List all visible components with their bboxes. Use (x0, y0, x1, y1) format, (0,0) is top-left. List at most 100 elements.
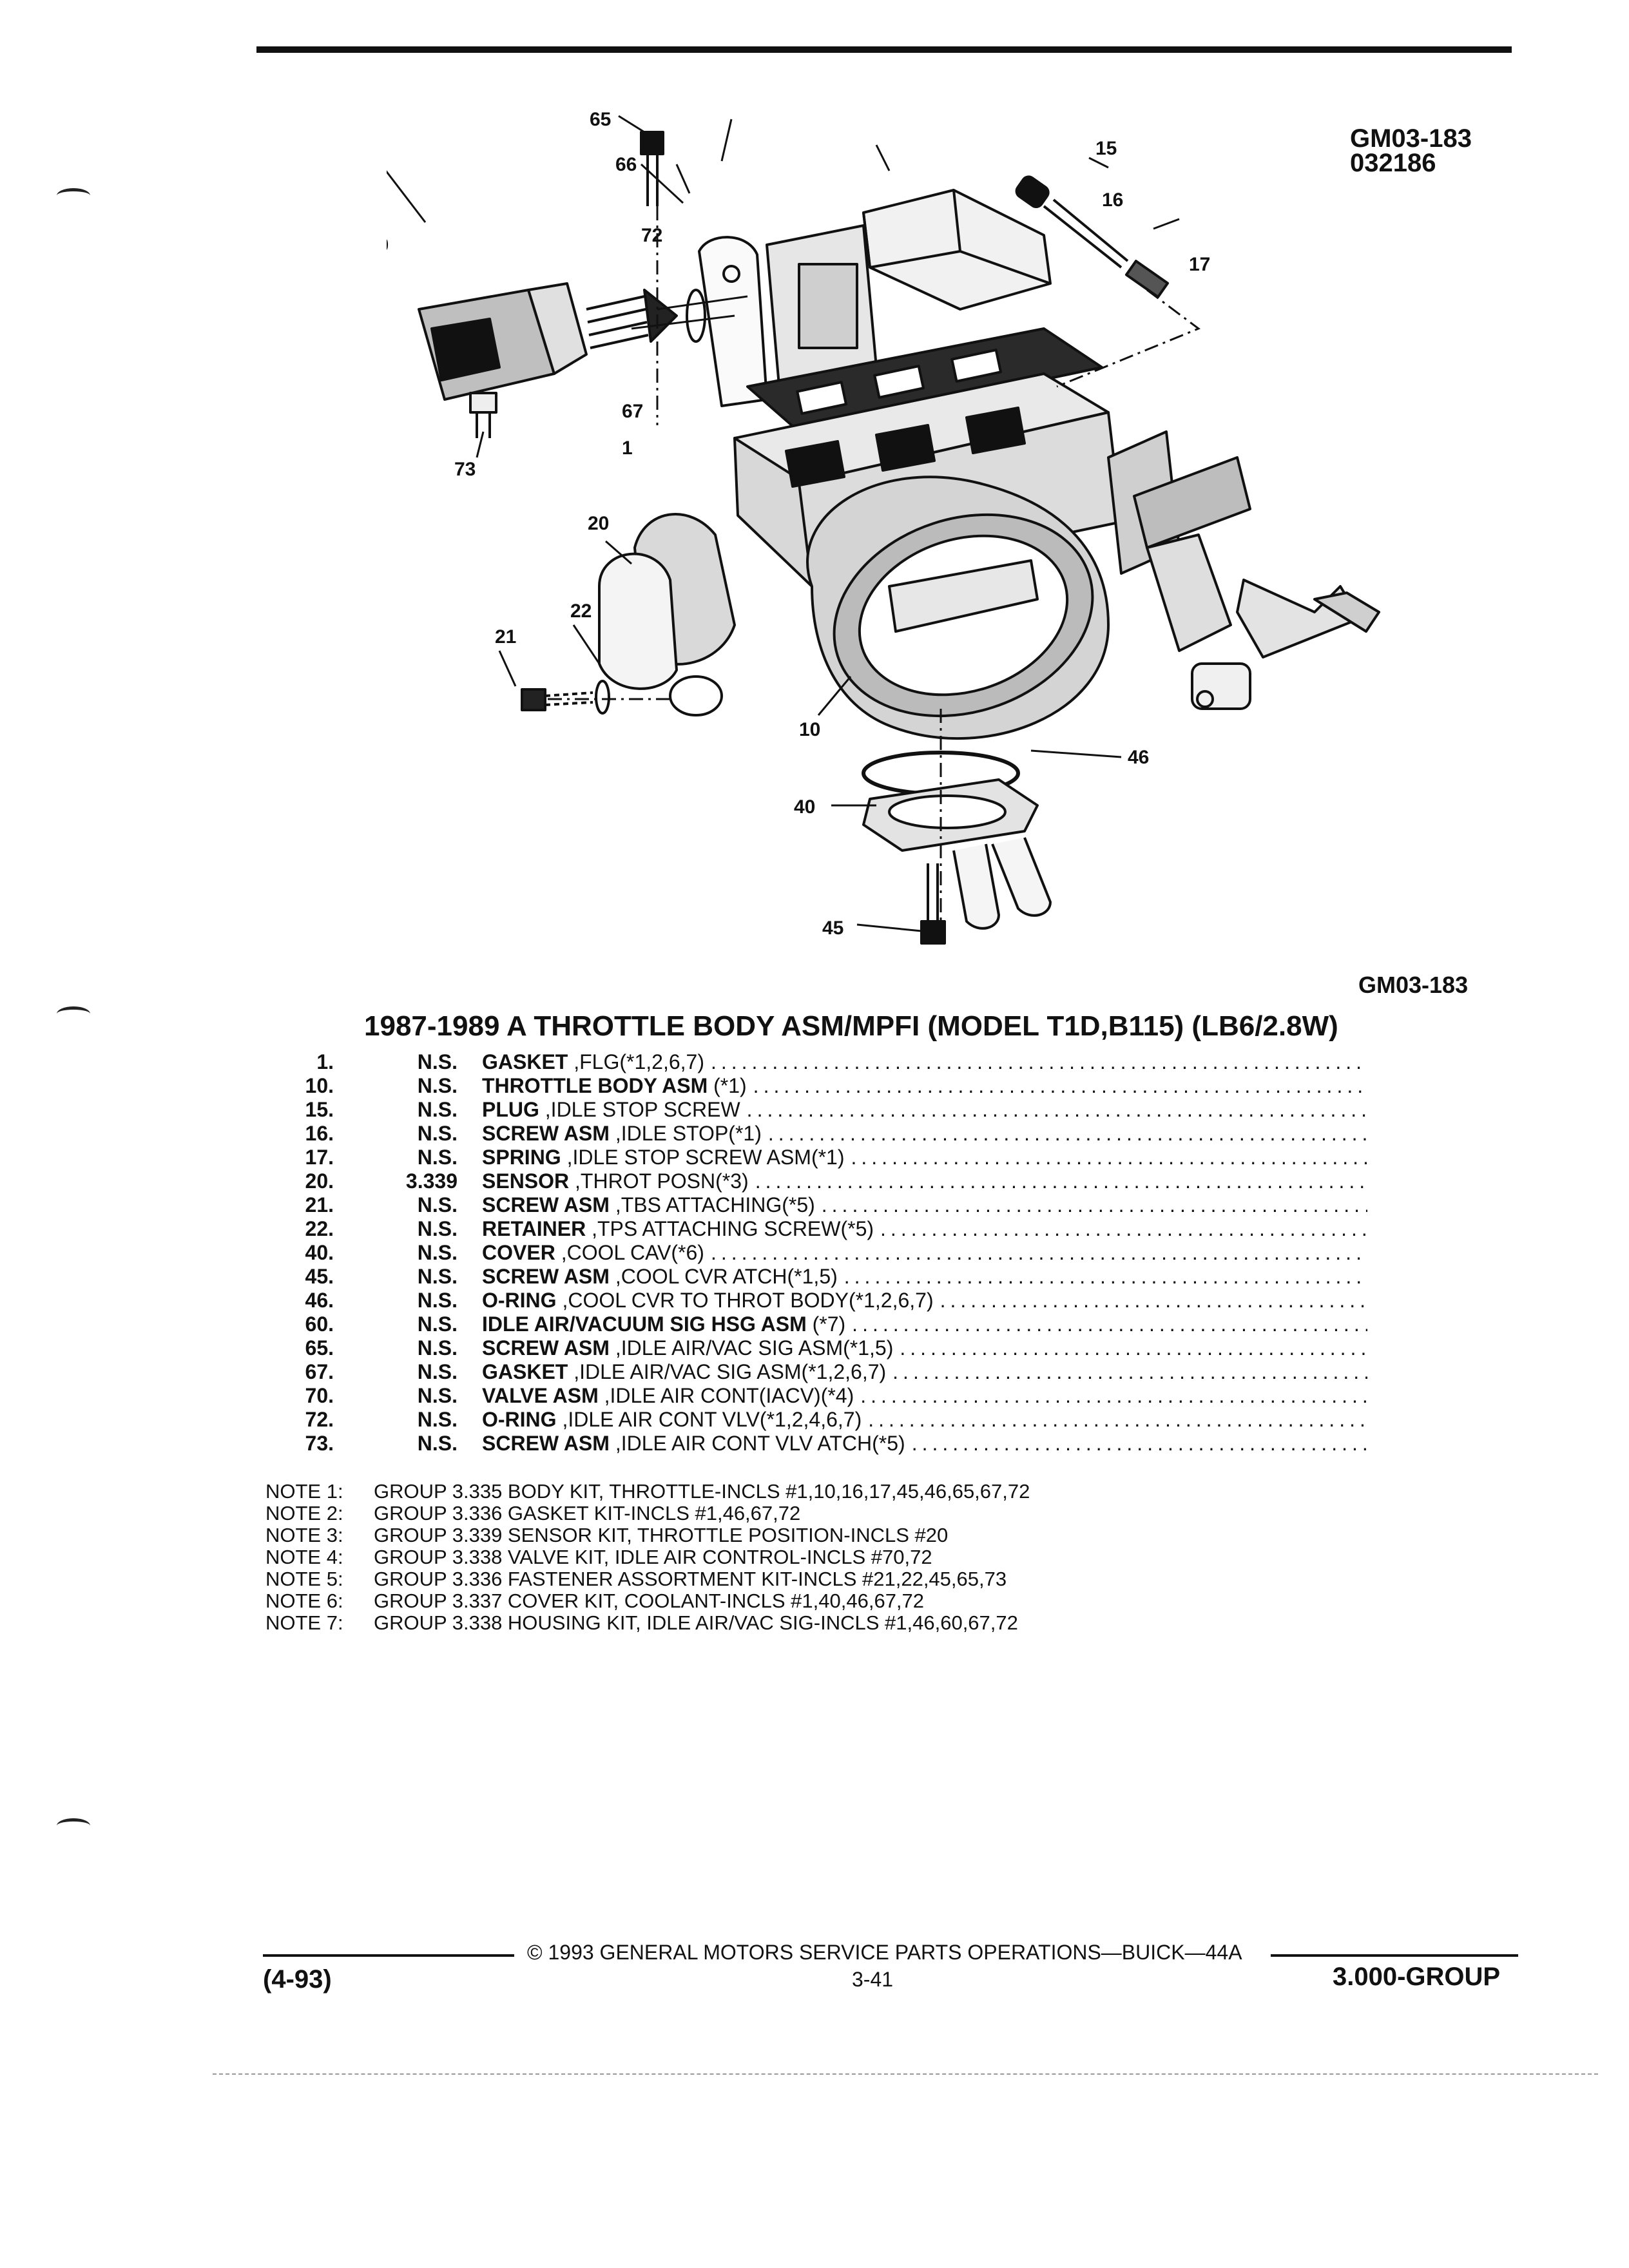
part-name: RETAINER (482, 1217, 586, 1240)
screw-73-drawing (469, 392, 497, 438)
date-code: 032186 (1350, 149, 1436, 177)
part-description: IDLE AIR/VACUUM SIG HSG ASM (*7) (482, 1312, 1367, 1336)
part-description: SPRING ,IDLE STOP SCREW ASM(*1) (482, 1146, 1367, 1169)
note-row: NOTE 5:GROUP 3.336 FASTENER ASSORTMENT K… (265, 1568, 1030, 1590)
part-group: N.S. (417, 1217, 458, 1240)
page-number: 3-41 (852, 1968, 894, 1991)
part-detail: ,IDLE STOP SCREW ASM(*1) (561, 1146, 845, 1169)
part-number: 72. (305, 1408, 334, 1431)
exploded-view-diagram: 65 15 66 16 17 70 72 67 1 73 20 22 21 10… (387, 109, 1380, 945)
dot-leader (822, 1193, 1367, 1217)
part-number: 17. (305, 1146, 334, 1169)
part-group: N.S. (417, 1098, 458, 1121)
note-text: GROUP 3.336 GASKET KIT-INCLS #1,46,67,72 (374, 1502, 801, 1524)
callout-17: 17 (1189, 254, 1210, 275)
part-number: 67. (305, 1360, 334, 1383)
part-row: 40.N.S.COVER ,COOL CAV(*6) (251, 1241, 1379, 1265)
callout-40: 40 (794, 796, 815, 818)
part-name: SPRING (482, 1146, 561, 1169)
part-description: SCREW ASM ,IDLE AIR CONT VLV ATCH(*5) (482, 1432, 1367, 1456)
callout-73: 73 (454, 459, 476, 480)
page-title: 1987-1989 A THROTTLE BODY ASM/MPFI (MODE… (364, 1010, 1338, 1042)
part-row: 67.N.S.GASKET ,IDLE AIR/VAC SIG ASM(*1,2… (251, 1360, 1379, 1384)
part-row: 17. N.S. SPRING ,IDLE STOP SCREW ASM(*1) (251, 1146, 1379, 1169)
dot-leader (892, 1360, 1367, 1384)
part-description: SCREW ASM ,COOL CVR ATCH(*1,5) (482, 1265, 1367, 1289)
part-description: SCREW ASM ,IDLE AIR/VAC SIG ASM(*1,5) (482, 1336, 1367, 1360)
note-text: GROUP 3.335 BODY KIT, THROTTLE-INCLS #1,… (374, 1480, 1030, 1503)
tps-screw-drawing (521, 680, 610, 715)
part-name: SCREW ASM (482, 1432, 610, 1455)
part-row: 45.N.S.SCREW ASM ,COOL CVR ATCH(*1,5) (251, 1265, 1379, 1289)
dot-leader (755, 1169, 1367, 1193)
dot-leader (868, 1408, 1367, 1432)
part-number: 73. (305, 1432, 334, 1455)
part-name: PLUG (482, 1098, 539, 1121)
throttle-bore-drawing (806, 476, 1110, 740)
part-number: 20. (305, 1169, 334, 1193)
coolant-cover-drawing (862, 778, 1052, 930)
screw-65-drawing (640, 131, 664, 206)
part-name: SCREW ASM (482, 1193, 610, 1216)
dot-leader (860, 1384, 1367, 1408)
part-number: 70. (305, 1384, 334, 1407)
dot-leader (711, 1050, 1367, 1074)
callout-66: 66 (615, 154, 637, 175)
dot-leader (753, 1074, 1367, 1098)
margin-mark (57, 1006, 90, 1021)
part-description: THROTTLE BODY ASM (*1) (482, 1074, 1367, 1098)
footer-group: 3.000-GROUP (1333, 1963, 1501, 1991)
part-detail: ,TBS ATTACHING(*5) (609, 1193, 815, 1216)
part-group: N.S. (417, 1146, 458, 1169)
part-detail: ,IDLE AIR CONT VLV ATCH(*5) (609, 1432, 905, 1455)
part-name: VALVE ASM (482, 1384, 599, 1407)
part-detail: ,THROT POSN(*3) (569, 1169, 749, 1193)
dot-leader (912, 1432, 1367, 1456)
part-number: 16. (305, 1122, 334, 1145)
idle-air-valve-drawing (418, 282, 678, 401)
part-name: SCREW ASM (482, 1336, 610, 1360)
callout-15: 15 (1095, 138, 1117, 159)
scan-edge-line (213, 2073, 1598, 2076)
idle-stop-parts-drawing (1015, 175, 1170, 298)
part-group: N.S. (417, 1193, 458, 1216)
part-row: 65.N.S.SCREW ASM ,IDLE AIR/VAC SIG ASM(*… (251, 1336, 1379, 1360)
callout-22: 22 (570, 601, 592, 622)
part-description: SENSOR ,THROT POSN(*3) (482, 1169, 1367, 1193)
figure-code-bottom: GM03-183 (1358, 972, 1469, 998)
part-detail: (*1) (708, 1074, 747, 1097)
part-detail: ,COOL CAV(*6) (555, 1241, 704, 1264)
part-group: N.S. (417, 1122, 458, 1145)
dot-leader (851, 1146, 1368, 1169)
part-group: N.S. (417, 1241, 458, 1264)
footer-rule-right (1271, 1954, 1518, 1957)
notes-section: (function(){ var d = JSON.parse(document… (265, 1481, 1030, 1634)
callout-72: 72 (641, 225, 662, 246)
parts-list: (function(){ var d = JSON.parse(document… (251, 1050, 1379, 1456)
part-group: N.S. (417, 1408, 458, 1431)
part-group: N.S. (417, 1384, 458, 1407)
callout-45: 45 (822, 918, 843, 939)
part-group: N.S. (417, 1360, 458, 1383)
part-number: 15. (305, 1098, 334, 1121)
part-description: COVER ,COOL CAV(*6) (482, 1241, 1367, 1265)
part-name: GASKET (482, 1050, 568, 1073)
dot-leader (940, 1289, 1367, 1312)
o-ring-72-drawing (686, 289, 706, 343)
part-number: 60. (305, 1312, 334, 1336)
part-row: 22.N.S.RETAINER ,TPS ATTACHING SCREW(*5) (251, 1217, 1379, 1241)
callout-46: 46 (1128, 747, 1149, 768)
part-description: O-RING ,COOL CVR TO THROT BODY(*1,2,6,7) (482, 1289, 1367, 1312)
part-description: O-RING ,IDLE AIR CONT VLV(*1,2,4,6,7) (482, 1408, 1367, 1432)
part-detail: ,IDLE STOP(*1) (609, 1122, 762, 1145)
part-row: 72. N.S. O-RING ,IDLE AIR CONT VLV(*1,2,4,… (251, 1408, 1379, 1432)
dot-leader (900, 1336, 1367, 1360)
part-group: N.S. (417, 1432, 458, 1455)
part-group: N.S. (417, 1336, 458, 1360)
note-text: GROUP 3.337 COVER KIT, COOLANT-INCLS #1,… (374, 1590, 925, 1612)
part-name: SCREW ASM (482, 1122, 610, 1145)
part-number: 46. (305, 1289, 334, 1312)
part-detail: ,COOL CVR TO THROT BODY(*1,2,6,7) (556, 1289, 934, 1312)
part-name: SCREW ASM (482, 1265, 610, 1288)
